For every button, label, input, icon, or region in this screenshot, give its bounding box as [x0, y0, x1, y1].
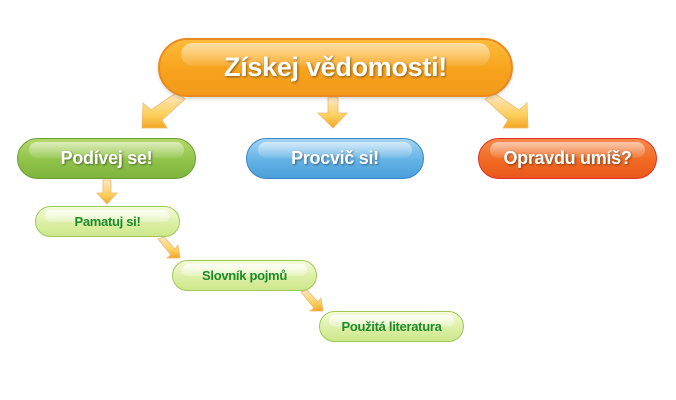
practice-button[interactable]: Procvič si!	[246, 138, 424, 179]
practice-label: Procvič si!	[291, 148, 379, 168]
arrow-small-down-right-icon	[300, 289, 324, 312]
quiz-label: Opravdu umíš?	[503, 148, 632, 168]
remember-button[interactable]: Pamatuj si!	[35, 206, 180, 237]
arrow-down-left-icon	[141, 92, 186, 129]
get-knowledge-button[interactable]: Získej vědomosti!	[158, 38, 513, 97]
look-label: Podívej se!	[60, 148, 153, 168]
remember-label: Pamatuj si!	[74, 214, 141, 229]
quiz-button[interactable]: Opravdu umíš?	[478, 138, 657, 179]
look-button[interactable]: Podívej se!	[17, 138, 196, 179]
glossary-button[interactable]: Slovník pojmů	[172, 260, 317, 291]
arrow-down-right-icon	[484, 92, 529, 129]
literature-label: Použitá literatura	[341, 319, 442, 334]
arrow-small-down-icon	[96, 179, 118, 205]
arrow-small-down-right-icon	[157, 236, 181, 259]
literature-button[interactable]: Použitá literatura	[319, 311, 464, 342]
glossary-label: Slovník pojmů	[202, 268, 287, 283]
arrow-down-icon	[317, 96, 348, 129]
get-knowledge-label: Získej vědomosti!	[224, 52, 447, 82]
